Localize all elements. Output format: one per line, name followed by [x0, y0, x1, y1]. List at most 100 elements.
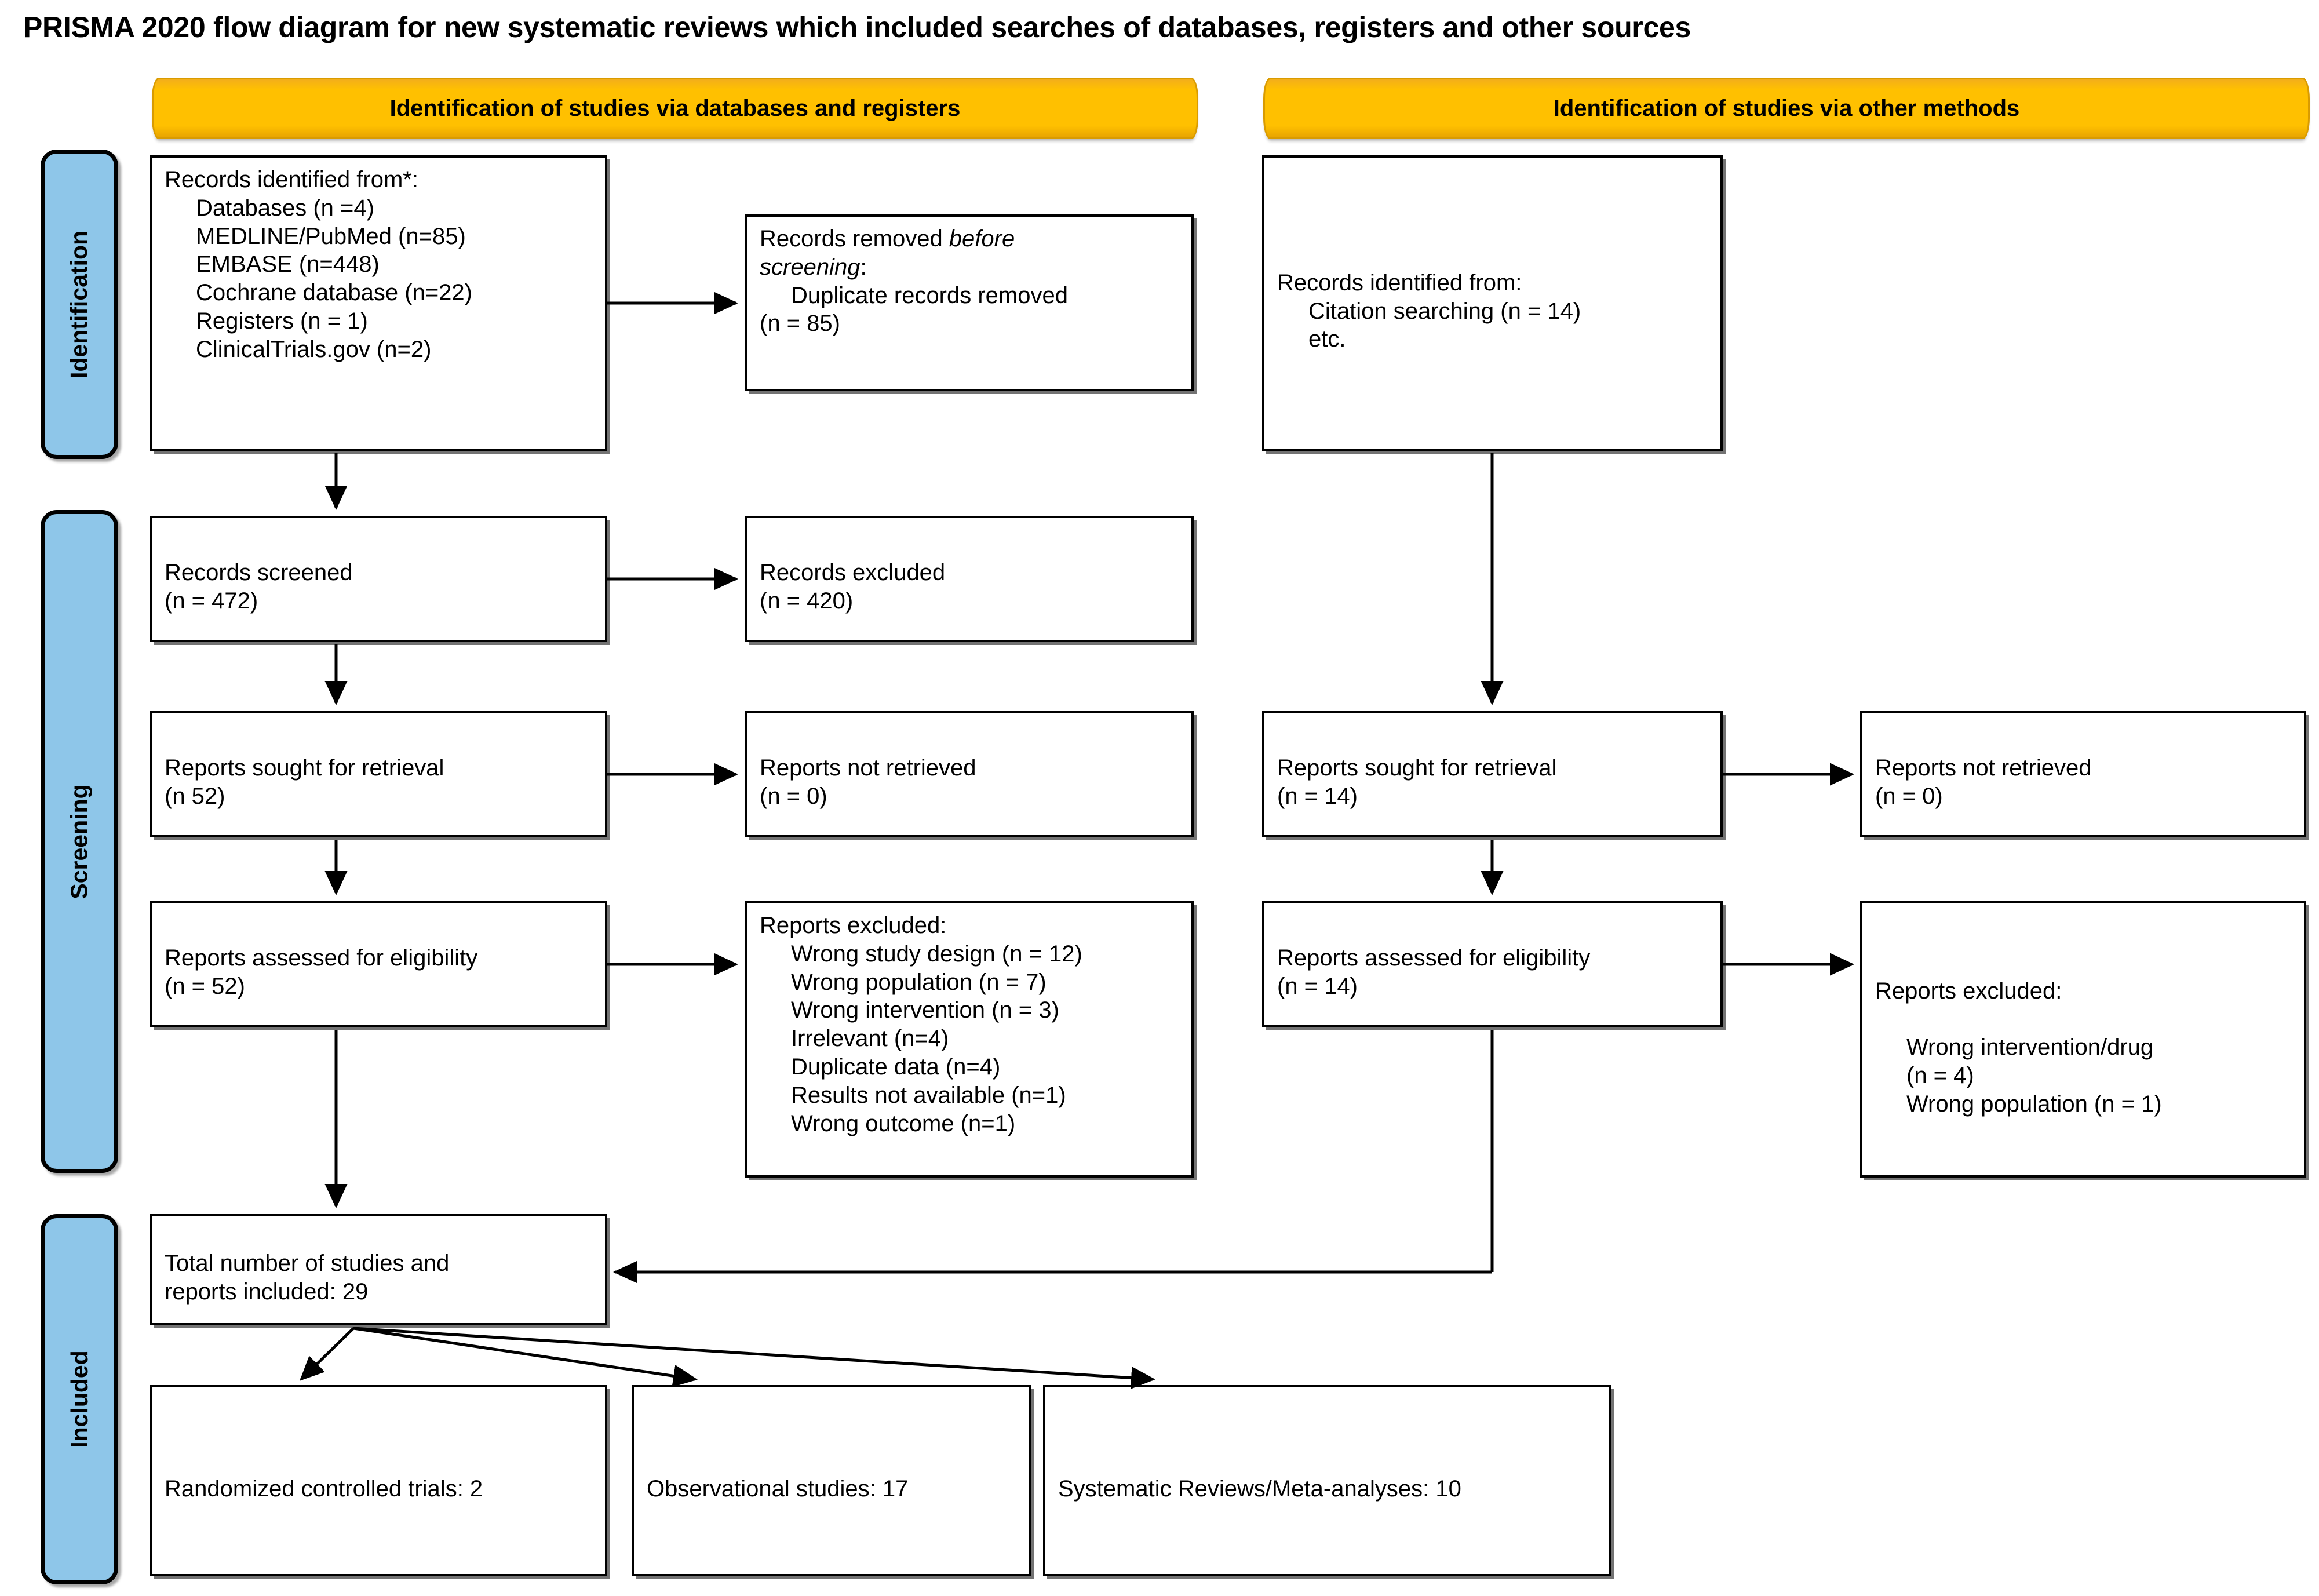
page-title: PRISMA 2020 flow diagram for new systema…: [23, 11, 1691, 43]
text-line: Reports excluded:: [1875, 978, 2062, 1004]
text-line: Wrong study design (n = 12): [791, 941, 1082, 967]
text-line: Records removed before: [760, 225, 1179, 253]
node-records-excluded-body: Records excluded (n = 420): [747, 518, 1191, 640]
text-line: Randomized controlled trials: 2: [165, 1475, 483, 1502]
text-line: Reports assessed for eligibility: [1277, 945, 1591, 971]
text-line: reports included: 29: [165, 1279, 369, 1305]
stage-bar-screening: Screening: [41, 510, 118, 1173]
node-reports-assessed-right: Reports assessed for eligibility (n = 14…: [1262, 901, 1723, 1027]
node-reviews-body: Systematic Reviews/Meta-analyses: 10: [1045, 1387, 1609, 1574]
text-line: Total number of studies and: [165, 1251, 450, 1277]
text-line: Registers (n = 1): [196, 308, 368, 334]
records-removed-italic-screening: screening: [760, 254, 860, 280]
text-line: Citation searching (n = 14): [1308, 298, 1581, 324]
node-records-identified: Records identified from*: Databases (n =…: [150, 155, 607, 451]
text-line: Duplicate data (n=4): [791, 1054, 1001, 1080]
text-line: (n 52): [165, 784, 225, 809]
banner-other-methods-label: Identification of studies via other meth…: [1553, 95, 2020, 121]
text-line: Wrong intervention (n = 3): [791, 997, 1059, 1023]
node-reports-not-retrieved-right: Reports not retrieved (n = 0): [1860, 711, 2306, 837]
text-line: Observational studies: 17: [647, 1475, 909, 1502]
banner-databases-registers-label: Identification of studies via databases …: [389, 95, 961, 121]
text-line: Records identified from*:: [165, 167, 418, 192]
text-line: Records screened: [165, 560, 353, 586]
node-records-identified-body: Records identified from*: Databases (n =…: [152, 158, 605, 372]
text-line: Records excluded: [760, 560, 946, 586]
arrow-total-to-rct: [300, 1327, 355, 1381]
node-records-removed-before-screening: Records removed before screening: Duplic…: [745, 214, 1194, 391]
text-line: (n = 420): [760, 588, 854, 614]
text-line: Reports sought for retrieval: [165, 755, 444, 781]
text-line: Reports not retrieved: [760, 755, 976, 781]
node-systematic-reviews-meta-analyses: Systematic Reviews/Meta-analyses: 10: [1043, 1385, 1611, 1576]
text-line: screening:: [760, 253, 1179, 282]
node-reports-sought-right: Reports sought for retrieval (n = 14): [1262, 711, 1723, 837]
text-line: etc.: [1308, 326, 1346, 352]
node-reports-excluded-right: Reports excluded: Wrong intervention/dru…: [1860, 901, 2306, 1178]
node-reports-assessed-left: Reports assessed for eligibility (n = 52…: [150, 901, 607, 1027]
records-removed-italic-before: before: [949, 226, 1015, 252]
node-records-identified-other: Records identified from: Citation search…: [1262, 155, 1723, 451]
text-line: Systematic Reviews/Meta-analyses: 10: [1058, 1475, 1461, 1502]
stage-label-included: Included: [65, 1350, 93, 1448]
arrow-total-to-reviews: [353, 1327, 1155, 1390]
text-line: [1875, 1005, 2291, 1033]
text-line: Reports not retrieved: [1875, 755, 2092, 781]
text-line: (n = 14): [1277, 784, 1358, 809]
stage-bar-identification: Identification: [41, 150, 118, 459]
node-records-removed-body: Records removed before screening: Duplic…: [747, 217, 1191, 346]
node-reports-excluded-right-body: Reports excluded: Wrong intervention/dru…: [1862, 903, 2304, 1175]
node-observational-body: Observational studies: 17: [634, 1387, 1029, 1574]
node-records-screened-body: Records screened (n = 472): [152, 518, 605, 640]
text-line: Wrong intervention/drug: [1906, 1034, 2154, 1061]
node-reports-excluded-left: Reports excluded: Wrong study design (n …: [745, 901, 1194, 1178]
text-line: MEDLINE/PubMed (n=85): [196, 223, 466, 249]
text-line: Reports assessed for eligibility: [165, 945, 478, 971]
arrow-total-to-observational: [353, 1327, 698, 1387]
stage-label-screening: Screening: [65, 784, 93, 899]
text-line: Results not available (n=1): [791, 1082, 1066, 1108]
node-reports-sought-right-body: Reports sought for retrieval (n = 14): [1264, 713, 1720, 835]
banner-other-methods: Identification of studies via other meth…: [1263, 78, 2310, 139]
stage-label-identification: Identification: [65, 230, 93, 378]
node-records-identified-other-body: Records identified from: Citation search…: [1264, 158, 1720, 449]
banner-databases-registers: Identification of studies via databases …: [152, 78, 1198, 139]
text-line: ClinicalTrials.gov (n=2): [196, 336, 432, 362]
text-line: Databases (n =4): [196, 195, 374, 221]
node-observational-studies: Observational studies: 17: [632, 1385, 1031, 1576]
node-reports-assessed-left-body: Reports assessed for eligibility (n = 52…: [152, 903, 605, 1025]
node-records-screened: Records screened (n = 472): [150, 516, 607, 642]
text-line: Wrong outcome (n=1): [791, 1110, 1016, 1136]
node-reports-excluded-left-body: Reports excluded: Wrong study design (n …: [747, 903, 1191, 1146]
text-line: (n = 14): [1277, 974, 1358, 999]
text-line: (n = 52): [165, 974, 245, 999]
text-line: Duplicate records removed: [791, 282, 1068, 308]
node-total-included: Total number of studies and reports incl…: [150, 1214, 607, 1325]
node-reports-sought-left: Reports sought for retrieval (n 52): [150, 711, 607, 837]
node-reports-not-retrieved-left: Reports not retrieved (n = 0): [745, 711, 1194, 837]
node-rct-body: Randomized controlled trials: 2: [152, 1387, 605, 1574]
node-records-excluded: Records excluded (n = 420): [745, 516, 1194, 642]
text-line: Wrong population (n = 7): [791, 969, 1047, 995]
text-line: Reports sought for retrieval: [1277, 755, 1557, 781]
text-line: (n = 472): [165, 588, 258, 614]
stage-bar-included: Included: [41, 1214, 118, 1584]
text-line: Irrelevant (n=4): [791, 1026, 949, 1052]
node-total-included-body: Total number of studies and reports incl…: [152, 1216, 605, 1323]
text-line: Records identified from:: [1277, 269, 1522, 296]
text-line: (n = 85): [760, 311, 840, 337]
records-removed-colon: :: [860, 254, 867, 280]
node-reports-sought-left-body: Reports sought for retrieval (n 52): [152, 713, 605, 835]
text-line: EMBASE (n=448): [196, 252, 380, 278]
node-reports-assessed-right-body: Reports assessed for eligibility (n = 14…: [1264, 903, 1720, 1025]
text-line: (n = 0): [760, 784, 827, 809]
records-removed-prefix: Records removed: [760, 226, 949, 252]
text-line: (n = 0): [1875, 784, 1943, 809]
node-randomized-controlled-trials: Randomized controlled trials: 2: [150, 1385, 607, 1576]
text-line: Cochrane database (n=22): [196, 280, 472, 306]
text-line: (n = 4): [1906, 1062, 1974, 1088]
node-reports-not-retrieved-left-body: Reports not retrieved (n = 0): [747, 713, 1191, 835]
node-reports-not-retrieved-right-body: Reports not retrieved (n = 0): [1862, 713, 2304, 835]
text-line: Wrong population (n = 1): [1906, 1091, 2162, 1117]
